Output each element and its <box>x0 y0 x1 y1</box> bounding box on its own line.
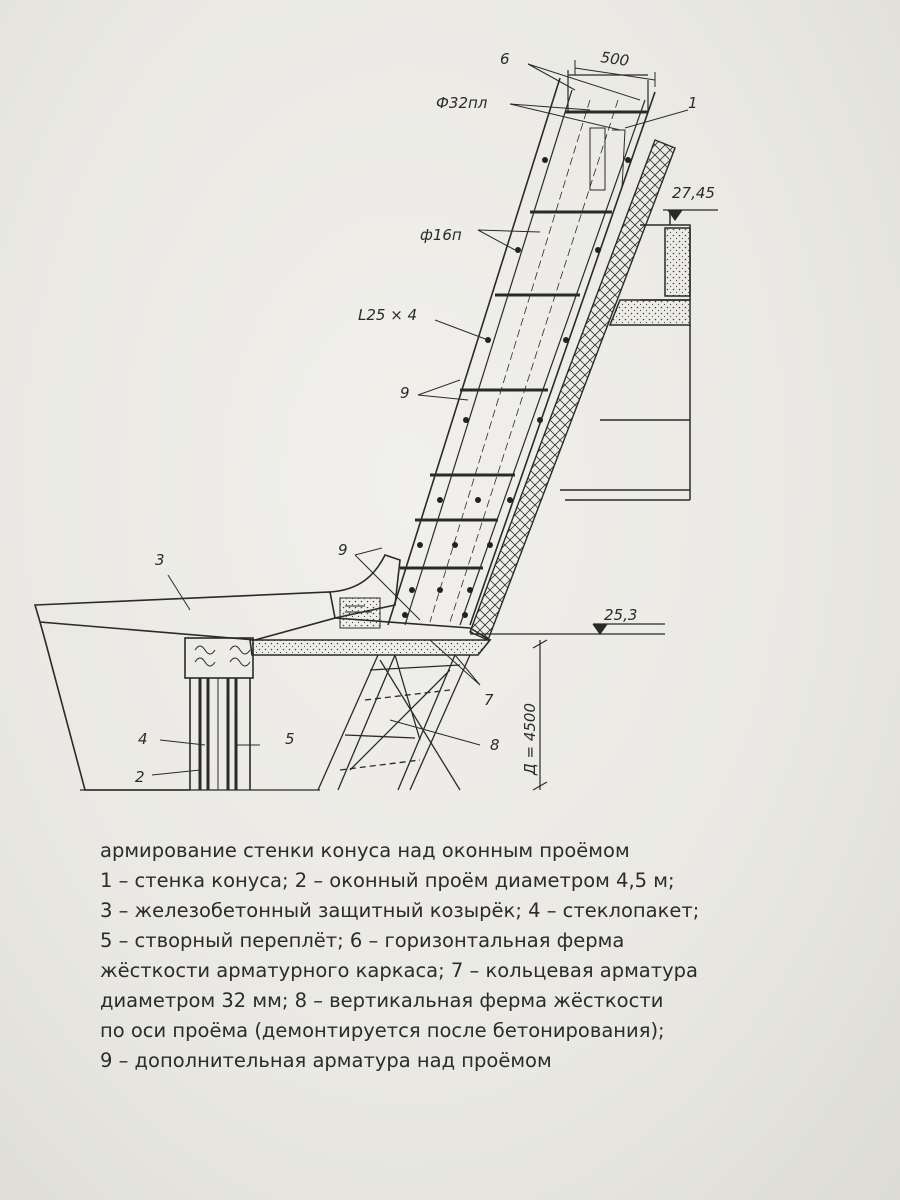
label-4: 4 <box>138 730 148 748</box>
label-1: 1 <box>688 94 698 112</box>
upper-floor-slab <box>560 210 691 501</box>
label-elevation-floor: 25,3 <box>604 606 637 624</box>
floor-line <box>470 623 665 636</box>
drawing-labels: 500 6 Ф32пл 1 27,45 ф16п L25 × 4 9 9 3 2… <box>135 48 715 786</box>
caption-title: армирование стенки конуса над оконным пр… <box>100 839 630 862</box>
label-elevation-top: 27,45 <box>672 184 715 202</box>
caption-line-5: диаметром 32 мм; 8 – вертикальная ферма … <box>100 989 664 1012</box>
label-rebar-32: Ф32пл <box>436 94 488 112</box>
caption-line-2: 3 – железобетонный защитный козырёк; 4 –… <box>100 899 700 922</box>
label-angle: L25 × 4 <box>358 306 417 324</box>
caption-line-4: жёсткости арматурного каркаса; 7 – кольц… <box>100 959 698 982</box>
caption-line-7: 9 – дополнительная арматура над проёмом <box>100 1049 552 1072</box>
vertical-truss <box>317 654 471 791</box>
label-width: 500 <box>599 48 630 70</box>
width-dimension <box>574 60 656 87</box>
rebar-dots <box>402 157 631 618</box>
cage-right-chord <box>459 99 646 626</box>
window-frame <box>184 637 254 790</box>
top-frame <box>567 70 649 112</box>
caption-line-3: 5 – створный переплёт; 6 – горизонтальна… <box>100 929 625 952</box>
label-9b: 9 <box>338 541 348 559</box>
label-diameter: Д = 4500 <box>521 703 539 776</box>
technical-drawing: 500 6 Ф32пл 1 27,45 ф16п L25 × 4 9 9 3 2… <box>33 48 718 791</box>
figure-caption: армирование стенки конуса над оконным пр… <box>100 836 860 1076</box>
elevation-marker-top <box>663 209 718 222</box>
cage-left-chord <box>404 89 573 626</box>
cone-wall-outer-line <box>387 77 561 626</box>
label-6: 6 <box>500 50 510 68</box>
label-rebar-16: ф16п <box>420 226 462 244</box>
label-2: 2 <box>135 768 145 786</box>
leader-lines <box>151 63 689 776</box>
caption-line-6: по оси проёма (демонтируется после бетон… <box>100 1019 665 1042</box>
floor-slab <box>249 617 492 656</box>
caption-line-1: 1 – стенка конуса; 2 – оконный проём диа… <box>100 869 675 892</box>
horizontal-truss-rungs <box>400 110 648 570</box>
label-7: 7 <box>484 691 494 709</box>
label-8: 8 <box>490 736 500 754</box>
cone-wall-inner-line <box>469 91 656 626</box>
label-5: 5 <box>285 730 295 748</box>
label-3: 3 <box>155 551 165 569</box>
label-9a: 9 <box>400 384 410 402</box>
